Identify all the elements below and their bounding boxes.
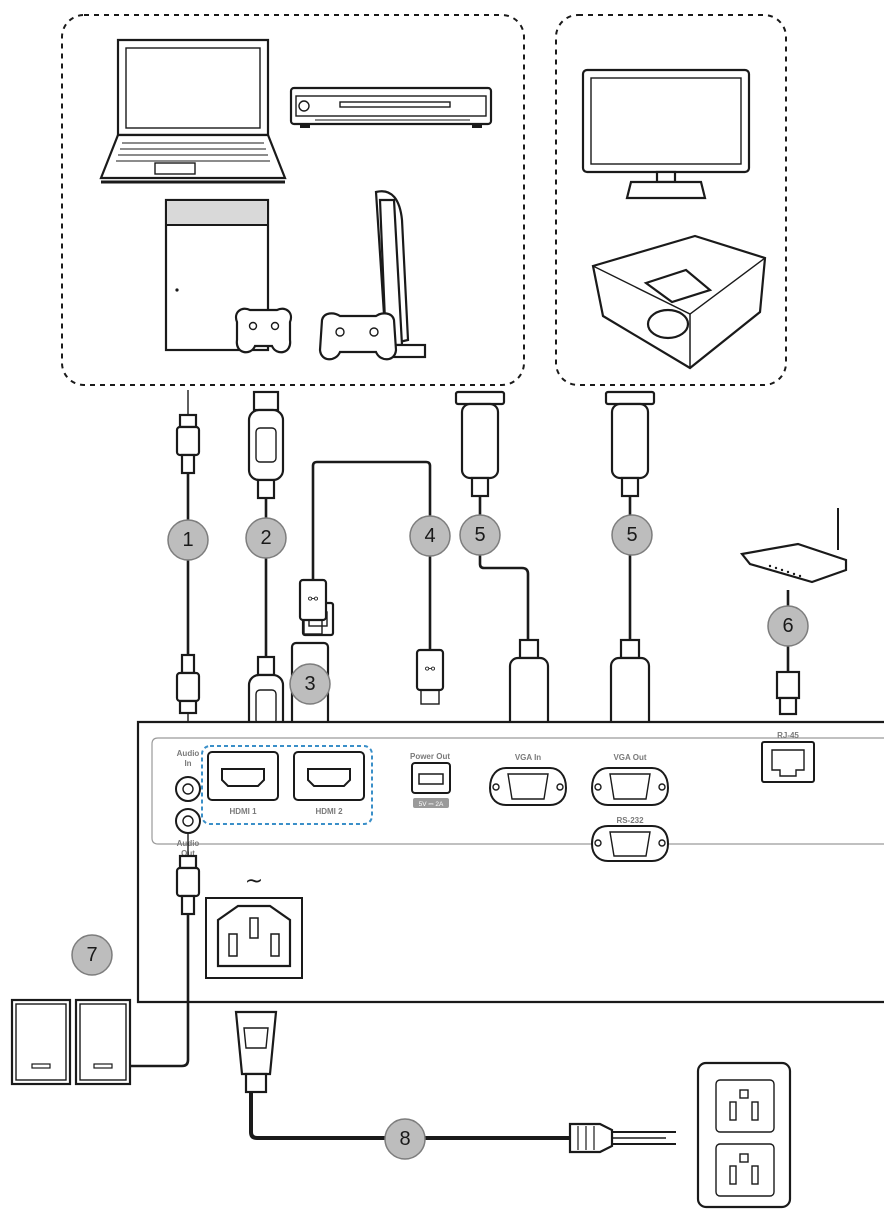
playstation-console-icon xyxy=(318,190,427,361)
svg-text:5: 5 xyxy=(474,524,485,546)
lan-cable xyxy=(775,590,801,716)
svg-text:6: 6 xyxy=(782,615,793,637)
callout-1: 1 xyxy=(167,519,209,561)
laptop-icon xyxy=(99,38,287,184)
dvd-player-icon xyxy=(289,86,493,128)
audio-in-label-line2: In xyxy=(184,759,191,768)
xbox-console-icon xyxy=(164,198,293,354)
svg-text:3: 3 xyxy=(304,673,315,695)
io-panel xyxy=(151,737,884,845)
speakers-icon xyxy=(10,998,132,1086)
callout-5-vga-out: 5 xyxy=(611,514,653,556)
svg-text:⚯: ⚯ xyxy=(425,662,435,676)
hdmi-port-group xyxy=(201,745,373,825)
source-devices-group xyxy=(61,14,525,386)
ac-symbol: ~ xyxy=(245,869,263,894)
svg-text:5: 5 xyxy=(626,524,637,546)
callout-5-vga-in: 5 xyxy=(459,514,501,556)
speaker-audio-cable xyxy=(128,833,201,1068)
callout-7: 7 xyxy=(71,934,113,976)
power-out-label: Power Out xyxy=(410,752,450,761)
rj45-port[interactable] xyxy=(761,741,815,783)
vga-in-port[interactable] xyxy=(488,767,568,806)
output-devices-group xyxy=(555,14,787,386)
wall-outlet-icon xyxy=(696,1061,792,1209)
svg-text:8: 8 xyxy=(399,1128,410,1150)
hdmi2-port[interactable] xyxy=(293,751,365,801)
monitor-icon xyxy=(581,68,751,200)
svg-text:⚯: ⚯ xyxy=(308,592,318,606)
vga-out-cable xyxy=(603,390,657,746)
svg-text:1: 1 xyxy=(182,529,193,551)
callout-8: 8 xyxy=(384,1118,426,1160)
router-icon xyxy=(739,508,848,584)
rs232-port[interactable] xyxy=(590,825,670,862)
vga-out-label: VGA Out xyxy=(613,753,646,762)
vga-in-cable xyxy=(454,390,556,746)
callout-6: 6 xyxy=(767,605,809,647)
audio-cable xyxy=(175,390,201,742)
hdmi2-label: HDMI 2 xyxy=(315,807,343,816)
audio-in-port[interactable] xyxy=(175,776,201,802)
power-cord xyxy=(234,1010,676,1154)
svg-text:7: 7 xyxy=(86,944,97,966)
audio-out-port[interactable] xyxy=(175,808,201,834)
usb-power-cable: ⚯ ⚯ xyxy=(298,460,445,705)
svg-text:4: 4 xyxy=(424,525,435,547)
vga-out-port[interactable] xyxy=(590,767,670,806)
rs232-label: RS-232 xyxy=(616,816,644,825)
vga-in-label: VGA In xyxy=(515,753,541,762)
ac-power-inlet[interactable] xyxy=(205,897,303,979)
power-out-usb-port[interactable] xyxy=(411,762,451,794)
power-out-rating: 5V ⎓ 2A xyxy=(419,801,444,808)
callout-3: 3 xyxy=(289,663,331,705)
rj45-label: RJ-45 xyxy=(777,731,799,740)
callout-4: 4 xyxy=(409,515,451,557)
power-out-rating-badge xyxy=(413,798,449,808)
svg-text:2: 2 xyxy=(260,527,271,549)
callout-2: 2 xyxy=(245,517,287,559)
projector-icon xyxy=(591,234,767,370)
audio-in-label-line1: Audio xyxy=(177,749,200,758)
hdmi1-port[interactable] xyxy=(207,751,279,801)
hdmi-cable xyxy=(247,390,285,751)
hdmi1-label: HDMI 1 xyxy=(229,807,257,816)
